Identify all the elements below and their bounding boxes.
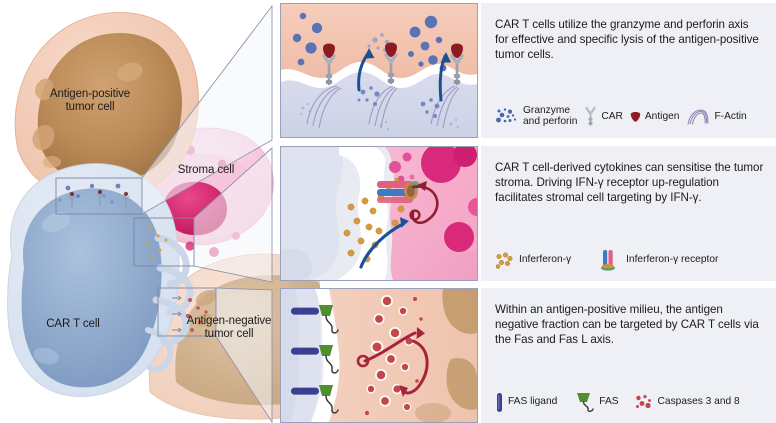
legend-interferon-gamma: Inferferon-γ Inferferon-γ receptor — [495, 249, 764, 275]
legend-label: Granzyme and perforin — [523, 104, 578, 128]
fas-ligand-icon — [497, 392, 502, 412]
legend-label: Inferferon-γ receptor — [626, 254, 719, 266]
legend-item-fas-ligand: FAS ligand — [495, 392, 557, 413]
illustration-interferon-gamma — [280, 146, 478, 281]
legend-label: CAR — [601, 110, 623, 122]
legend-label: Inferferon-γ — [519, 254, 572, 266]
legend-label: Caspases 3 and 8 — [657, 396, 740, 408]
caspase-granules — [364, 295, 423, 416]
textpanel-fas-fasl: Within an antigen-positive milieu, the a… — [481, 288, 776, 423]
overview-antigen-positive-cell — [14, 12, 199, 201]
legend-item-interferon-gamma-receptor: Inferferon-γ receptor — [599, 249, 718, 271]
legend-item-caspases: Caspases 3 and 8 — [635, 394, 740, 411]
panel-text: CAR T cells utilize the granzyme and per… — [495, 18, 759, 62]
overview-interferon-granules — [146, 226, 168, 258]
caspases-icon — [635, 394, 651, 408]
illustration-granzyme-perforin — [280, 3, 478, 138]
overview-illustration: Antigen-positive tumor cell Stroma cell … — [0, 0, 320, 423]
legend-item-interferon-gamma: Inferferon-γ — [495, 251, 572, 269]
legend-label: FAS — [599, 396, 619, 408]
interferon-gamma-receptor-icon — [601, 250, 616, 271]
granzyme-perforin-icon — [496, 108, 517, 123]
panel-text: CAR T cell-derived cytokines can sensiti… — [495, 161, 764, 205]
legend-label: Antigen — [644, 110, 680, 122]
overview-caspase-granules — [172, 295, 208, 333]
panel-interferon-gamma: CAR T cell-derived cytokines can sensiti… — [280, 146, 776, 281]
car-receptor-group — [322, 42, 464, 86]
fas-icon — [577, 393, 594, 413]
legend-item-fas: FAS — [573, 391, 619, 413]
panel-text: Within an antigen-positive milieu, the a… — [495, 303, 759, 347]
f-actin-icon — [687, 109, 709, 125]
callout-leader-lines — [141, 4, 273, 423]
car-icon — [585, 107, 597, 127]
textpanel-interferon-gamma: CAR T cell-derived cytokines can sensiti… — [481, 146, 776, 281]
illustration-fas-fasl — [280, 288, 478, 423]
overview-synapse-granules — [58, 183, 130, 208]
overview-car-t-cell — [7, 163, 194, 397]
panel-fas-fasl: Within an antigen-positive milieu, the a… — [280, 288, 776, 423]
legend-item-antigen: Antigen — [630, 110, 680, 123]
antigen-icon — [630, 111, 641, 122]
legend-label: F-Actin — [714, 110, 747, 122]
legend-item-car: CAR — [584, 106, 623, 127]
panel-granzyme-perforin: CAR T cells utilize the granzyme and per… — [280, 3, 776, 138]
interferon-gamma-icon — [495, 251, 513, 269]
legend-item-granzyme-perforin: Granzyme and perforin — [495, 105, 577, 128]
legend-label: FAS ligand — [508, 396, 558, 408]
legend-granzyme-perforin: Granzyme and perforin CAR Antigen — [495, 105, 764, 132]
fas-fasl-pairs — [291, 305, 339, 414]
legend-fas-fasl: FAS ligand FAS — [495, 391, 764, 417]
textpanel-granzyme-perforin: CAR T cells utilize the granzyme and per… — [481, 3, 776, 138]
legend-item-f-actin: F-Actin — [686, 108, 747, 125]
